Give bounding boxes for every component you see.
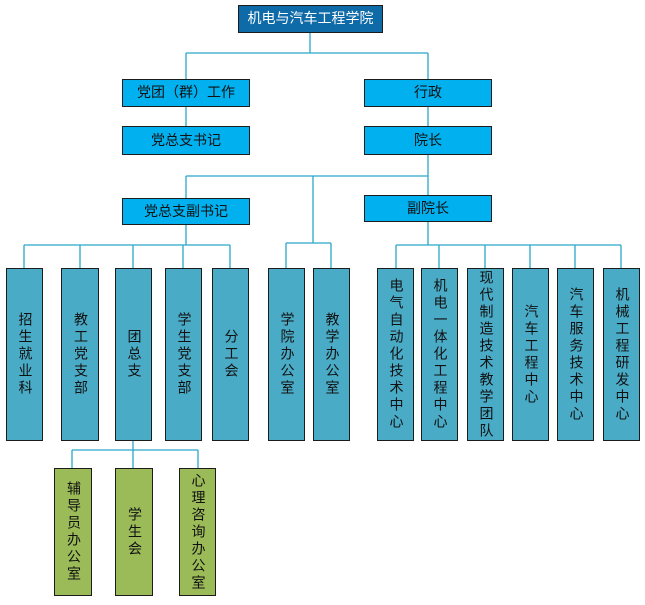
dean-office-node: 学院办公室 bbox=[268, 268, 305, 441]
dean-office-label: 学院办公室 bbox=[278, 312, 295, 397]
center-label: 机电一体化工程中心 bbox=[431, 278, 448, 431]
party-unit-node: 招生就业科 bbox=[6, 268, 43, 441]
center-node: 汽车服务技术中心 bbox=[557, 268, 594, 441]
center-label: 汽车工程中心 bbox=[522, 303, 539, 406]
party-secretary-node: 党总支书记 bbox=[122, 126, 250, 155]
college-root-node: 机电与汽车工程学院 bbox=[238, 5, 383, 33]
party-secretary-label: 党总支书记 bbox=[151, 132, 221, 149]
party-unit-label: 学生党支部 bbox=[175, 312, 192, 397]
center-node: 电气自动化技术中心 bbox=[377, 268, 414, 441]
dean-office-label: 教学办公室 bbox=[323, 312, 340, 397]
college-root-label: 机电与汽车工程学院 bbox=[247, 11, 374, 27]
dean-node: 院长 bbox=[364, 126, 492, 155]
party-work-node: 党团（群）工作 bbox=[122, 79, 250, 107]
party-unit-label: 团总支 bbox=[125, 329, 142, 380]
youth-unit-node: 学生会 bbox=[115, 468, 153, 596]
youth-unit-node: 辅导员办公室 bbox=[54, 468, 92, 596]
administration-node: 行政 bbox=[364, 79, 492, 107]
party-unit-node: 学生党支部 bbox=[165, 268, 202, 441]
party-unit-label: 分工会 bbox=[222, 329, 239, 380]
party-unit-label: 教工党支部 bbox=[72, 312, 88, 397]
center-node: 汽车工程中心 bbox=[512, 268, 549, 441]
party-unit-node: 教工党支部 bbox=[61, 268, 99, 441]
vice-dean-label: 副院长 bbox=[407, 200, 449, 217]
party-unit-node: 分工会 bbox=[212, 268, 249, 441]
center-node: 机械工程研发中心 bbox=[603, 268, 640, 441]
administration-label: 行政 bbox=[414, 85, 442, 101]
dean-office-node: 教学办公室 bbox=[313, 268, 350, 441]
center-label: 现代制造技术教学团队 bbox=[477, 269, 494, 440]
center-node: 机电一体化工程中心 bbox=[421, 268, 458, 441]
center-label: 汽车服务技术中心 bbox=[567, 286, 584, 423]
party-work-label: 党团（群）工作 bbox=[137, 85, 235, 101]
deputy-party-secretary-node: 党总支副书记 bbox=[122, 198, 250, 225]
center-label: 电气自动化技术中心 bbox=[387, 278, 404, 431]
youth-unit-label: 心理咨询办公室 bbox=[189, 472, 206, 592]
deputy-party-secretary-label: 党总支副书记 bbox=[144, 203, 228, 220]
youth-unit-label: 学生会 bbox=[126, 506, 142, 558]
youth-unit-label: 辅导员办公室 bbox=[65, 481, 81, 583]
vice-dean-node: 副院长 bbox=[364, 195, 492, 222]
youth-unit-node: 心理咨询办公室 bbox=[179, 468, 216, 596]
party-unit-label: 招生就业科 bbox=[16, 312, 33, 397]
dean-label: 院长 bbox=[414, 132, 442, 149]
party-unit-node: 团总支 bbox=[115, 268, 152, 441]
center-label: 机械工程研发中心 bbox=[613, 286, 630, 423]
center-node: 现代制造技术教学团队 bbox=[467, 268, 504, 441]
